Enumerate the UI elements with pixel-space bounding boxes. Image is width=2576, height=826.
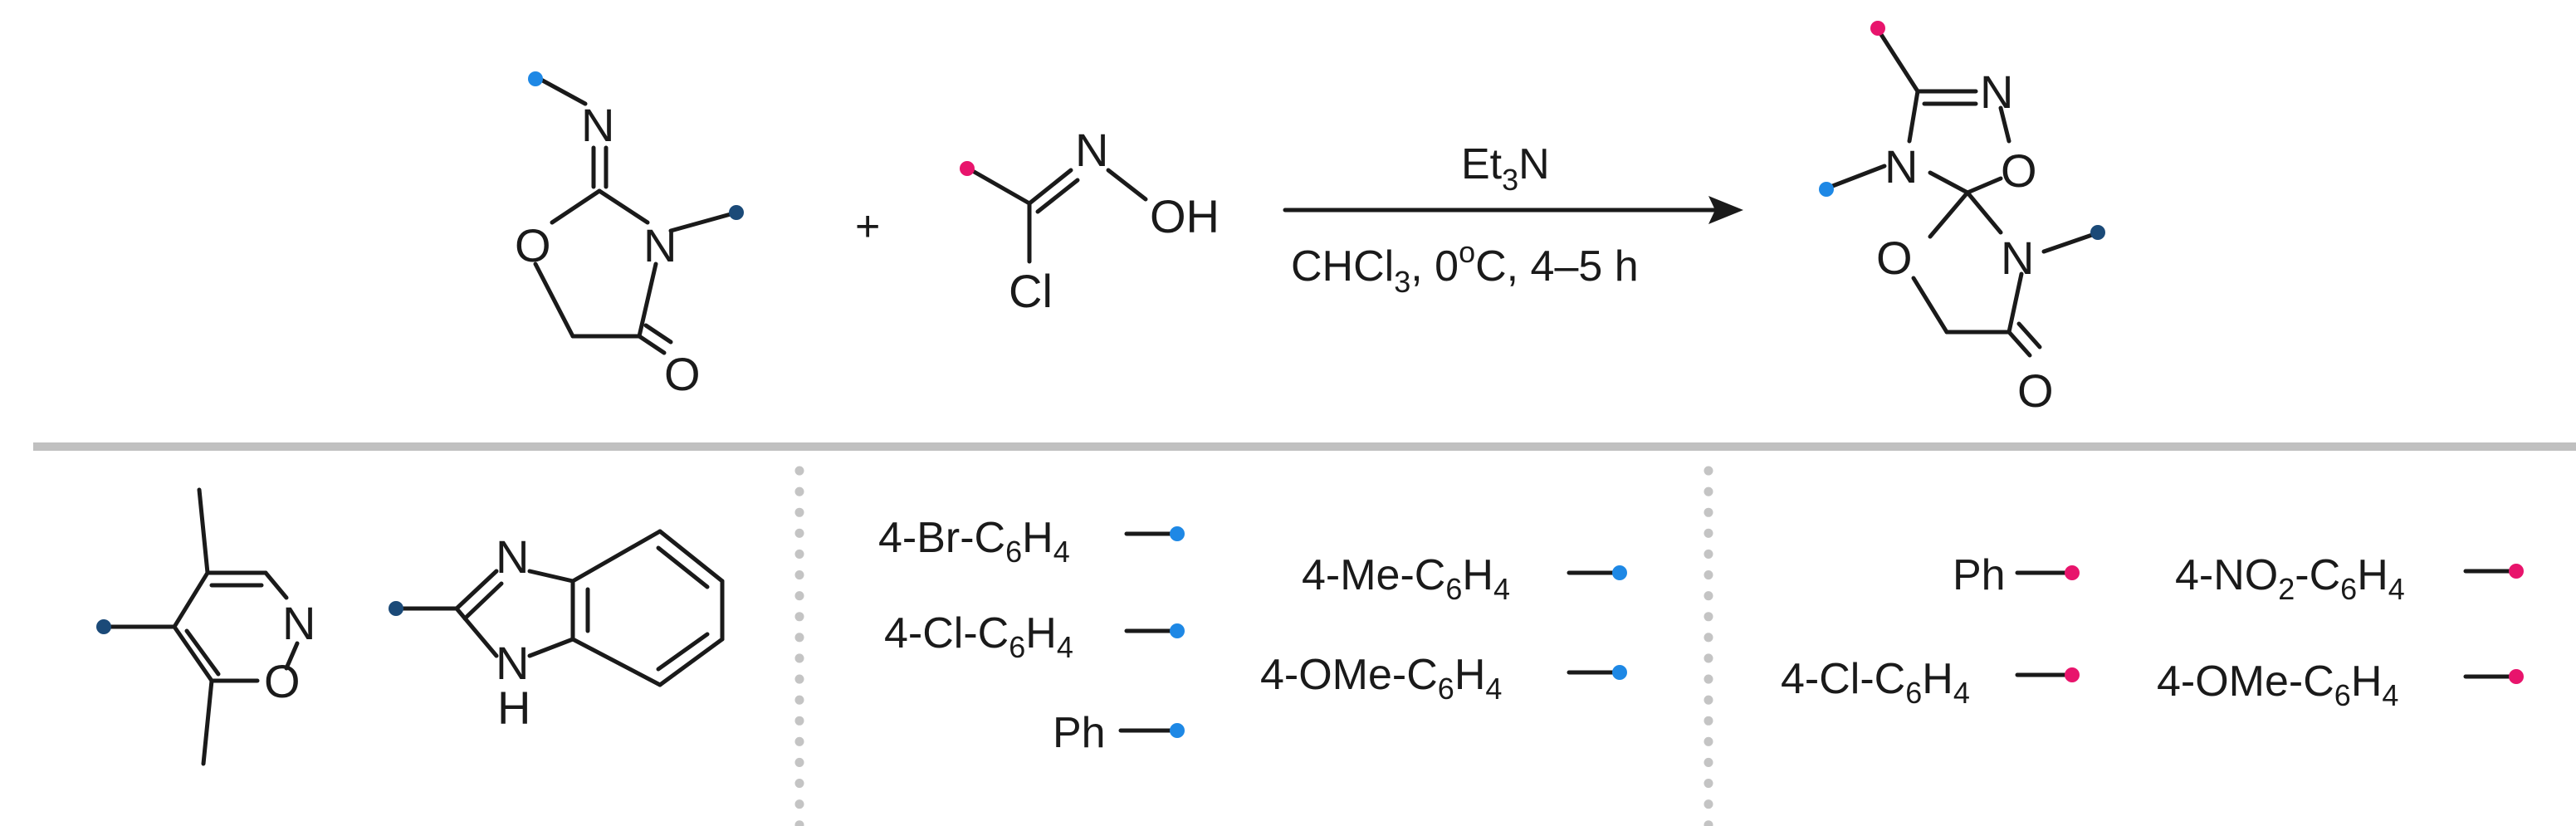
svg-text:4-Cl-C6H4: 4-Cl-C6H4 [1781, 655, 1970, 710]
conditions-label: CHCl3, 0oC, 4–5 h [1291, 235, 1639, 299]
atom-oxime-n: N [1075, 124, 1108, 176]
svg-text:4-NO2-C6H4: 4-NO2-C6H4 [2175, 551, 2405, 606]
atom-oxadiazole-o: O [2001, 144, 2037, 197]
reaction-arrow: Et3N CHCl3, 0oC, 4–5 h [1283, 140, 1743, 299]
product-spiro-oxadiazole: N O N O N O [1819, 21, 2105, 417]
blue-dot [1170, 526, 1185, 541]
atom-imidazole-n: N [496, 530, 529, 583]
atom-isoxazole-n: N [282, 597, 315, 649]
atom-spiro-n: N [1884, 140, 1918, 193]
navy-substituent-isoxazole: N O [96, 487, 315, 766]
atom-amide-n: N [2001, 232, 2034, 284]
blue-dot [1612, 565, 1627, 580]
pink-dot [2065, 667, 2080, 682]
blue-item-4-br-c6h4: 4-Br-C6H4 [878, 514, 1185, 569]
navy-substituent-benzimidazole: N N H [389, 529, 725, 734]
reagent-label: Et3N [1461, 140, 1550, 197]
atom-imine-n: N [581, 99, 614, 151]
svg-text:Ph: Ph [1953, 551, 2006, 599]
blue-substituent-list: 4-Br-C6H4 4-Cl-C6H4 Ph 4-Me-C6H4 4-OMe-C… [878, 514, 1627, 757]
reactant-hydroximoyl-chloride: N OH Cl [960, 124, 1220, 317]
pink-dot [2509, 669, 2524, 684]
svg-text:4-Cl-C6H4: 4-Cl-C6H4 [884, 609, 1073, 664]
atom-chlorine: Cl [1009, 265, 1053, 317]
blue-dot [1612, 665, 1627, 680]
pink-dot [2065, 565, 2080, 580]
svg-text:Ph: Ph [1053, 709, 1106, 757]
navy-substituent-dot [2090, 225, 2105, 240]
atom-ring-o: O [515, 219, 551, 271]
atom-hydroxyl: OH [1150, 190, 1220, 242]
svg-text:4-Br-C6H4: 4-Br-C6H4 [878, 514, 1070, 569]
atom-isoxazole-o: O [264, 655, 301, 707]
atom-imidazole-h: H [497, 682, 530, 734]
atom-oxazolidine-o: O [1876, 232, 1913, 284]
plus-sign: + [855, 203, 880, 251]
navy-substituent-dot [389, 601, 403, 616]
atom-imidazole-nh: N [496, 637, 529, 689]
reactant-iminooxazolidinone: N O N O [515, 71, 744, 400]
atom-ring-n: N [643, 219, 677, 271]
navy-substituent-dot [729, 205, 744, 220]
blue-substituent-dot [528, 71, 543, 86]
atom-carbonyl-o: O [664, 348, 701, 400]
svg-text:4-OMe-C6H4: 4-OMe-C6H4 [2157, 657, 2398, 712]
pink-dot [2509, 564, 2524, 579]
svg-text:4-OMe-C6H4: 4-OMe-C6H4 [1260, 651, 1502, 706]
blue-dot [1170, 723, 1185, 738]
pink-item-4-no2-c6h4: 4-NO2-C6H4 [2175, 551, 2524, 606]
atom-carbonyl-o: O [2017, 364, 2054, 417]
blue-item-4-me-c6h4: 4-Me-C6H4 [1302, 551, 1627, 606]
blue-dot [1170, 623, 1185, 638]
pink-substituent-dot [1870, 21, 1885, 36]
blue-item-4-cl-c6h4: 4-Cl-C6H4 [884, 609, 1185, 664]
blue-item-4-ome-c6h4: 4-OMe-C6H4 [1260, 651, 1627, 706]
svg-text:4-Me-C6H4: 4-Me-C6H4 [1302, 551, 1510, 606]
blue-substituent-dot [1819, 182, 1834, 197]
pink-item-ph: Ph [1953, 551, 2080, 599]
blue-item-ph: Ph [1053, 709, 1185, 757]
navy-substituent-dot [96, 619, 111, 634]
pink-substituent-list: Ph 4-NO2-C6H4 4-Cl-C6H4 4-OMe-C6H4 [1781, 551, 2524, 712]
atom-oxadiazole-n: N [1980, 66, 2013, 118]
pink-substituent-dot [960, 161, 975, 176]
pink-item-4-ome-c6h4: 4-OMe-C6H4 [2157, 657, 2524, 712]
pink-item-4-cl-c6h4: 4-Cl-C6H4 [1781, 655, 2080, 710]
